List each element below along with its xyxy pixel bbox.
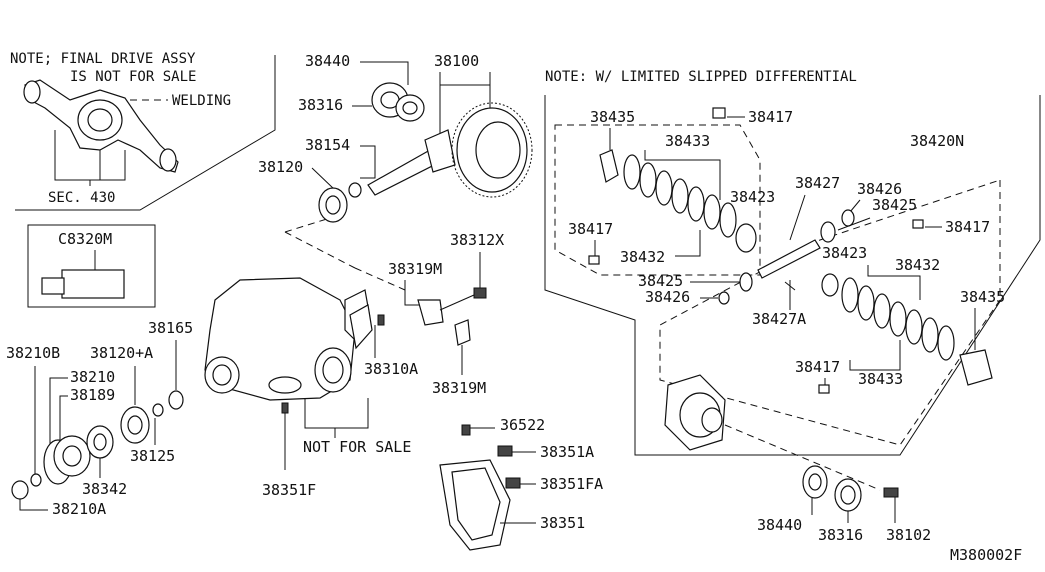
rear-cover-group: 36522 38351A 38351FA 38351 — [439, 416, 603, 551]
label-38351fa: 38351FA — [540, 475, 603, 493]
label-38435b: 38435 — [960, 288, 1005, 306]
lsd-boundary — [544, 95, 1041, 456]
pinion-ring-gear-group: 38440 38100 38316 38154 38120 — [258, 52, 533, 269]
note-final-drive-line2: IS NOT FOR SALE — [70, 69, 196, 85]
label-38433b: 38433 — [858, 370, 903, 388]
note-welding: WELDING — [172, 93, 231, 109]
label-38312x: 38312X — [450, 231, 504, 249]
label-38210a: 38210A — [52, 500, 106, 518]
clutch-pack-lower — [821, 273, 993, 386]
label-38342: 38342 — [82, 480, 127, 498]
label-38417b: 38417 — [568, 220, 613, 238]
lsd-section: NOTE: W/ LIMITED SLIPPED DIFFERENTIAL 38… — [544, 69, 1041, 456]
label-38210b: 38210B — [6, 344, 60, 362]
label-38435a: 38435 — [590, 108, 635, 126]
tool-box-border — [27, 224, 156, 308]
label-38319m-b: 38319M — [432, 379, 486, 397]
label-38120: 38120 — [258, 158, 303, 176]
figure-id: M380002F — [950, 546, 1022, 564]
label-38310a: 38310A — [364, 360, 418, 378]
note-final-drive-line1: NOTE; FINAL DRIVE ASSY — [10, 51, 196, 67]
companion-flange-group: 38210B 38120+A 38210 38189 38125 38342 3… — [6, 344, 175, 518]
label-38426a: 38426 — [857, 180, 902, 198]
carrier-housing-group: 38351F NOT FOR SALE 38165 — [148, 277, 411, 499]
label-38351: 38351 — [540, 514, 585, 532]
clutch-pack-upper — [599, 149, 757, 253]
label-38120a: 38120+A — [90, 344, 153, 362]
not-for-sale-label: NOT FOR SALE — [303, 438, 411, 456]
label-38440b: 38440 — [757, 516, 802, 534]
label-38425b: 38425 — [638, 272, 683, 290]
label-38102: 38102 — [886, 526, 931, 544]
label-38427: 38427 — [795, 174, 840, 192]
label-38426b: 38426 — [645, 288, 690, 306]
label-38440a: 38440 — [305, 52, 350, 70]
label-38432b: 38432 — [895, 256, 940, 274]
label-38100: 38100 — [434, 52, 479, 70]
label-38319m-a: 38319M — [388, 260, 442, 278]
label-38316b: 38316 — [818, 526, 863, 544]
label-38420n: 38420N — [910, 132, 964, 150]
label-36522: 36522 — [500, 416, 545, 434]
label-38125: 38125 — [130, 447, 175, 465]
label-38154: 38154 — [305, 136, 350, 154]
label-38316a: 38316 — [298, 96, 343, 114]
tool-box: C8320M — [27, 224, 156, 308]
lsd-case — [664, 374, 726, 451]
label-38189: 38189 — [70, 386, 115, 404]
axle-housing-drawing — [23, 79, 179, 186]
label-38423a: 38423 — [730, 188, 775, 206]
label-38210: 38210 — [70, 368, 115, 386]
final-drive-note: NOTE; FINAL DRIVE ASSY IS NOT FOR SALE W… — [10, 51, 276, 211]
label-38351a: 38351A — [540, 443, 594, 461]
label-38417c: 38417 — [945, 218, 990, 236]
lsd-dashed-lower — [659, 179, 1001, 446]
label-38417d: 38417 — [795, 358, 840, 376]
label-38165: 38165 — [148, 319, 193, 337]
lsd-side-bearing-group: 38440 38316 38102 — [724, 424, 931, 544]
note-lsd: NOTE: W/ LIMITED SLIPPED DIFFERENTIAL — [545, 69, 857, 85]
label-38417a: 38417 — [748, 108, 793, 126]
label-38432a: 38432 — [620, 248, 665, 266]
label-38425a: 38425 — [872, 196, 917, 214]
side-bearing-group: 38310A 38319M 38312X 38319M — [344, 231, 504, 397]
tool-label: C8320M — [58, 230, 112, 248]
note-sec: SEC. 430 — [48, 190, 115, 206]
note-box-border — [15, 55, 276, 211]
label-38351f: 38351F — [262, 481, 316, 499]
label-38433a: 38433 — [665, 132, 710, 150]
label-38427a: 38427A — [752, 310, 806, 328]
label-38423b: 38423 — [822, 244, 867, 262]
